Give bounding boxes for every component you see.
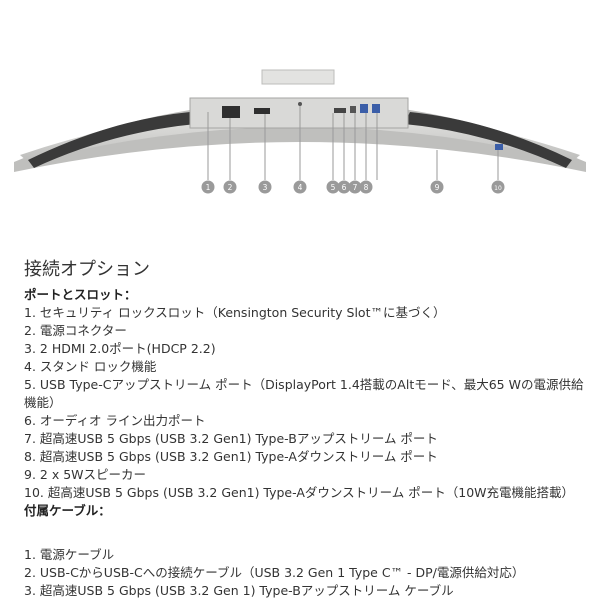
callout-circle [491,180,505,194]
callout-circle [337,180,351,194]
cable-item: 2. USB-CからUSB-Cへの接続ケーブル（USB 3.2 Gen 1 Ty… [24,565,525,580]
port-item: 10. 超高速USB 5 Gbps (USB 3.2 Gen1) Type-Aダ… [24,485,575,500]
callout-label: 1 [206,183,211,192]
section-title: 接続オプション [24,259,150,280]
cables-heading: 付属ケーブル： [24,503,111,518]
port-item: 9. 2 x 5Wスピーカー [24,467,147,482]
port-item: 2. 電源コネクター [24,323,127,338]
port-item: 6. オーディオ ライン出力ポート [24,413,206,428]
callout-label: 3 [263,183,268,192]
callout-circle [258,180,272,194]
port-item: 1. セキュリティ ロックスロット（Kensington Security Sl… [24,305,446,320]
callout-label: 4 [298,183,303,192]
callout-label: 10 [494,185,502,192]
callout-circle [359,180,373,194]
port-item: 5. USB Type-Cアップストリーム ポート（DisplayPort 1.… [24,377,584,410]
callout-label: 5 [331,183,336,192]
callout-label: 2 [228,183,233,192]
left-vent [28,112,196,168]
callout-label: 9 [435,183,440,192]
callout-circle [223,180,237,194]
cable-item: 1. 電源ケーブル [24,547,115,562]
callout-circle [348,180,362,194]
stand-mount [261,69,335,85]
callout-circle [293,180,307,194]
port-item: 4. スタンド ロック機能 [24,359,157,374]
callout-label: 8 [364,183,369,192]
cable-item: 3. 超高速USB 5 Gbps (USB 3.2 Gen 1) Type-Bア… [24,583,454,598]
callout-circle [201,180,215,194]
port-item: 8. 超高速USB 5 Gbps (USB 3.2 Gen1) Type-Aダウ… [24,449,438,464]
callout-circle [430,180,444,194]
right-vent [404,112,572,168]
ports-heading: ポートとスロット： [24,287,137,302]
cables-list: 1. 電源ケーブル 2. USB-CからUSB-Cへの接続ケーブル（USB 3.… [24,546,592,600]
callout-label: 7 [353,183,358,192]
connection-options-section: 接続オプション ポートとスロット： 1. セキュリティ ロックスロット（Kens… [24,259,592,600]
ports-list: 1. セキュリティ ロックスロット（Kensington Security Sl… [24,304,592,502]
port-item: 3. 2 HDMI 2.0ポート(HDCP 2.2) [24,341,216,356]
callout-circle [326,180,340,194]
port-item: 7. 超高速USB 5 Gbps (USB 3.2 Gen1) Type-Bアッ… [24,431,438,446]
callout-label: 6 [342,183,347,192]
